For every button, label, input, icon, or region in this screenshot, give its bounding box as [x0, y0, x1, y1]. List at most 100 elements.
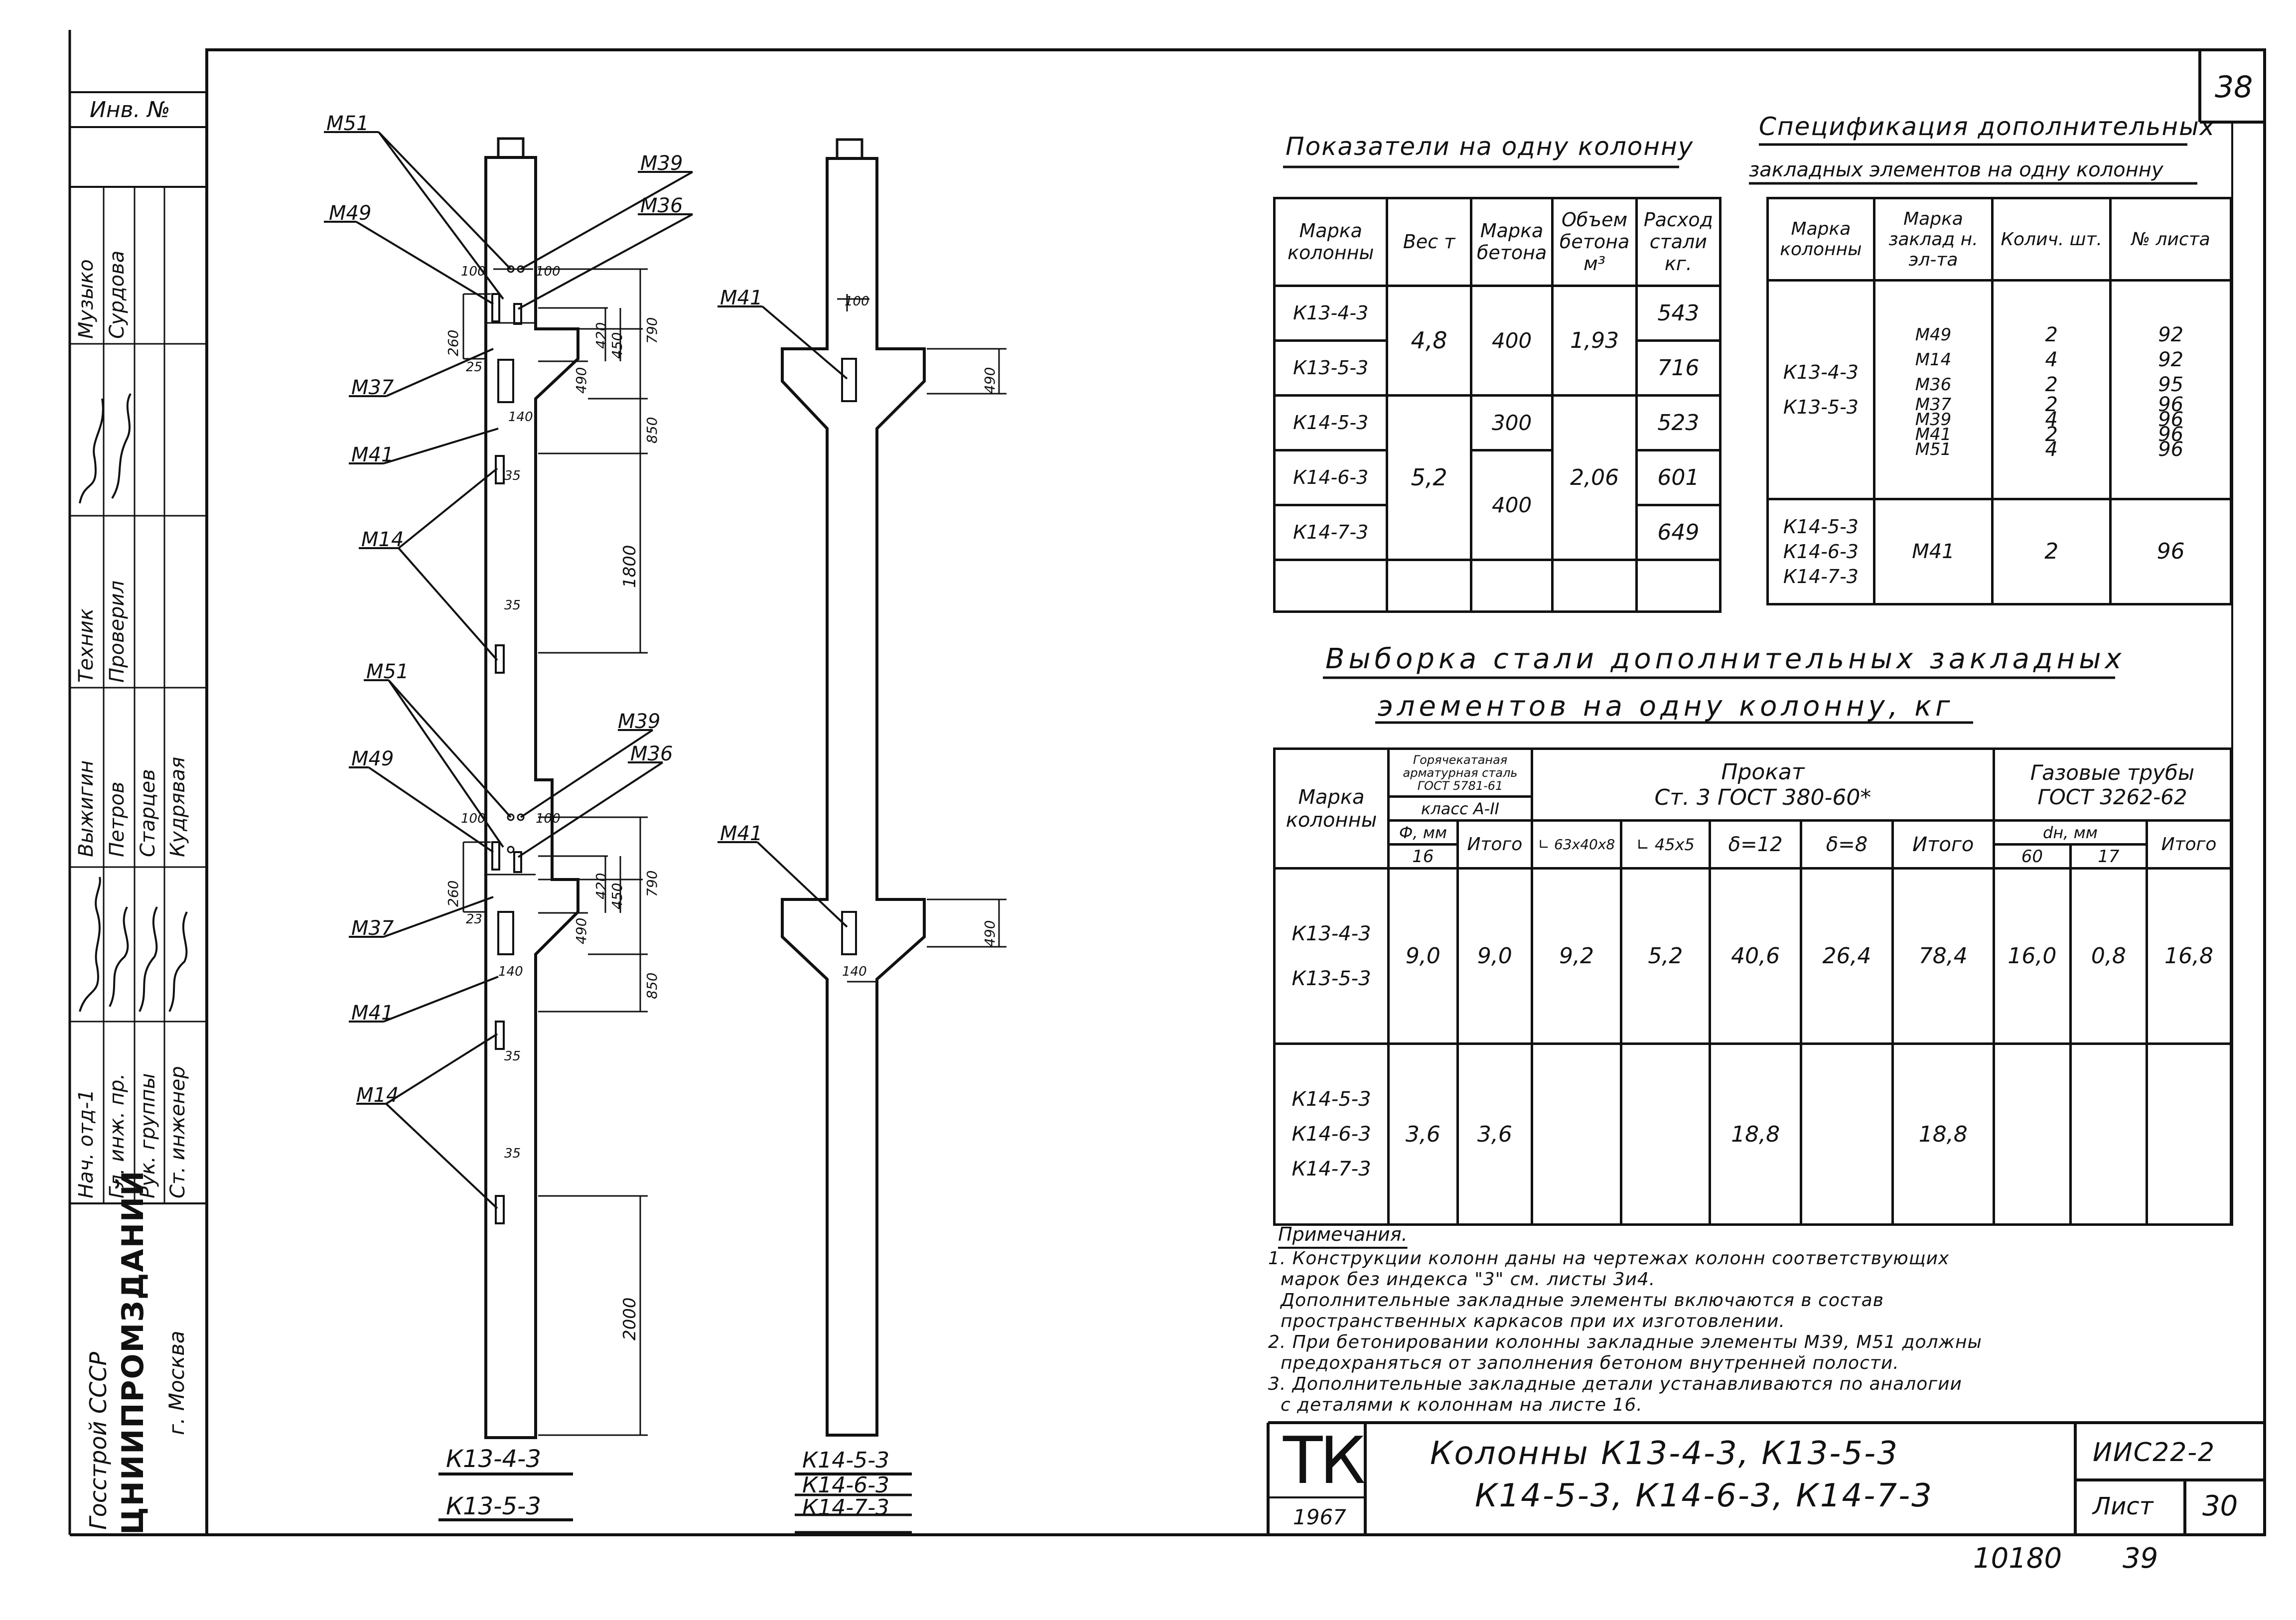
label-m37-bottom: М37 [351, 917, 394, 940]
ind-row-mark: К13-5-3 [1273, 339, 1389, 397]
ind-row-mark: К14-6-3 [1273, 448, 1389, 506]
ind-row-mark: К14-5-3 [1273, 394, 1389, 451]
ind-h-mark: Марка колонны [1273, 197, 1389, 287]
ind-h-concrete: Марка бетона [1469, 197, 1554, 287]
steel-h-pipes-label: Газовые трубы [2030, 760, 2195, 785]
steel-h-l63: ∟ 63х40х8 [1531, 819, 1622, 870]
note-line: предохраняться от заполнения бетоном вну… [1281, 1353, 1899, 1373]
dim-260: 260 [445, 329, 461, 356]
dim-100b: 100 [536, 264, 561, 279]
steel-h-prokat: Прокат Ст. 3 ГОСТ 380-60* [1531, 747, 1995, 822]
spec-item-qty: 4 [2045, 438, 2058, 461]
spec-item-sheet: 96 [2158, 438, 2184, 461]
steel-h-pipes: Газовые трубы ГОСТ 3262-62 [1992, 747, 2233, 822]
spec-item-embed: М36 [1915, 374, 1952, 395]
note-line: пространственных каркасов при их изготов… [1281, 1311, 1785, 1331]
column-k13-dimensions [462, 268, 648, 1436]
dim-790b: 790 [644, 870, 660, 897]
spec-item-embed: М49 [1915, 324, 1952, 345]
dim-490b: 490 [573, 917, 589, 944]
spec-group2-embed: М41 [1872, 497, 1994, 605]
spec-group1-mark: К13-5-3 [1783, 396, 1859, 418]
label-m36-top: М36 [640, 194, 683, 217]
steel-h-st3: Ст. 3 ГОСТ 380-60* [1654, 784, 1871, 810]
steel-h-pipes-gost: ГОСТ 3262-62 [2037, 784, 2187, 809]
steel-h-hot: Горячекатаная арматурная сталь ГОСТ 5781… [1387, 747, 1534, 798]
steel-row1-cell: 16,8 [2146, 867, 2232, 1045]
dim-100d: 100 [536, 811, 561, 826]
ind-h-weight: Вес т [1386, 197, 1472, 287]
dim-100c: 100 [461, 811, 486, 826]
spec-item-embed: М41 [1915, 424, 1952, 444]
spec-h-embed: Марка заклад н. эл-та [1872, 196, 1994, 282]
label-m39-top: М39 [640, 152, 683, 175]
steel-row2-cell: 18,8 [1891, 1042, 1995, 1226]
steel-h-phi: Ф, мм [1387, 819, 1459, 846]
ind-volume-1: 1,93 [1551, 284, 1638, 397]
steel-h-dn: dн, мм [1992, 819, 2149, 846]
steel-row1-cell: 9,2 [1531, 867, 1622, 1045]
spec-group1-sheet: 92 92 95 96 96 96 96 [2109, 279, 2232, 500]
spec-item-sheet: 92 [2158, 348, 2184, 371]
tb-year: 1967 [1293, 1505, 1346, 1529]
spec-h-qty: Колич. шт. [1991, 196, 2112, 282]
steel-row1-cell: 9,0 [1456, 867, 1534, 1045]
steel-h-16: 16 [1387, 843, 1459, 870]
spec-title-1: Спецификация дополнительных [1759, 112, 2216, 141]
steel-row1-cell: 0,8 [2069, 867, 2149, 1045]
dim-23: 23 [466, 912, 483, 927]
spec-item-embed: М14 [1915, 349, 1952, 370]
steel-title-1: Выборка стали дополнительных закладных [1325, 643, 2126, 675]
spec-item-qty: 2 [2045, 323, 2058, 346]
tb-code: ИИС22-2 [2093, 1438, 2216, 1468]
spec-group2-qty: 2 [1991, 497, 2112, 605]
ind-volume-2: 2,06 [1551, 394, 1638, 561]
steel-row2-marks: К14-5-3 К14-6-3 К14-7-3 [1273, 1042, 1390, 1226]
spec-item-sheet: 95 [2158, 373, 2184, 396]
steel-row1-marks: К13-4-3 К13-5-3 [1273, 867, 1390, 1045]
label-m14-top: М14 [361, 528, 404, 551]
steel-row2-mark: К14-5-3 [1292, 1088, 1371, 1111]
dim-790: 790 [644, 317, 660, 344]
spec-title-2: закладных элементов на одну колонну [1749, 158, 2163, 181]
spec-group2-marks: К14-5-3 К14-6-3 К14-7-3 [1766, 497, 1875, 605]
spec-item-embed: М39 [1915, 409, 1952, 430]
steel-h-itogo-2: Итого [1891, 819, 1995, 870]
steel-row2-cell [1800, 1042, 1894, 1226]
ind-h-volume: Объем бетона м³ [1551, 197, 1638, 287]
ind-row-steel: 649 [1635, 503, 1722, 561]
dim-420: 420 [593, 322, 609, 349]
inv-label: Инв. № [90, 97, 170, 123]
label-m41-top: М41 [351, 443, 394, 466]
label-m36-bottom: М36 [630, 742, 673, 765]
spec-item-qty: 4 [2045, 408, 2058, 431]
steel-h-prokat-label: Прокат [1721, 759, 1805, 785]
label-m41-k14-bottom: М41 [720, 822, 763, 845]
spec-group2-mark: К14-6-3 [1783, 540, 1859, 563]
spec-group1-qty: 2 4 2 2 4 2 4 [1991, 279, 2112, 500]
label-m41-k14-top: М41 [720, 287, 763, 309]
dim-850: 850 [644, 417, 660, 443]
indicators-title: Показатели на одну колонну [1286, 132, 1694, 161]
steel-row1-cell: 78,4 [1891, 867, 1995, 1045]
dim-140b: 140 [498, 964, 523, 979]
dim-450: 450 [609, 332, 625, 359]
tb-sheet-label: Лист [2093, 1492, 2153, 1520]
note-line: 3. Дополнительные закладные детали устан… [1268, 1374, 1962, 1394]
steel-h-d12: δ=12 [1708, 819, 1803, 870]
steel-h-itogo-3: Итого [2146, 819, 2232, 870]
steel-h-60: 60 [1992, 843, 2072, 870]
spec-item-sheet: 92 [2158, 323, 2184, 346]
spec-group1-mark: К13-4-3 [1783, 361, 1859, 383]
spec-h-mark: Марка колонны [1766, 196, 1875, 282]
steel-row2-mark: К14-6-3 [1292, 1123, 1371, 1146]
spec-item-embed: М51 [1915, 439, 1952, 459]
label-m49-bottom: М49 [351, 747, 394, 770]
indicators-table: Марка колонны Вес т Марка бетона Объем б… [1273, 197, 1722, 613]
steel-title-2: элементов на одну колонну, кг [1378, 690, 1954, 723]
ind-weight-1: 4,8 [1386, 284, 1472, 397]
steel-row2-mark: К14-7-3 [1292, 1158, 1371, 1181]
ind-row-mark: К14-7-3 [1273, 503, 1389, 561]
label-m14-bottom: М14 [356, 1084, 399, 1107]
